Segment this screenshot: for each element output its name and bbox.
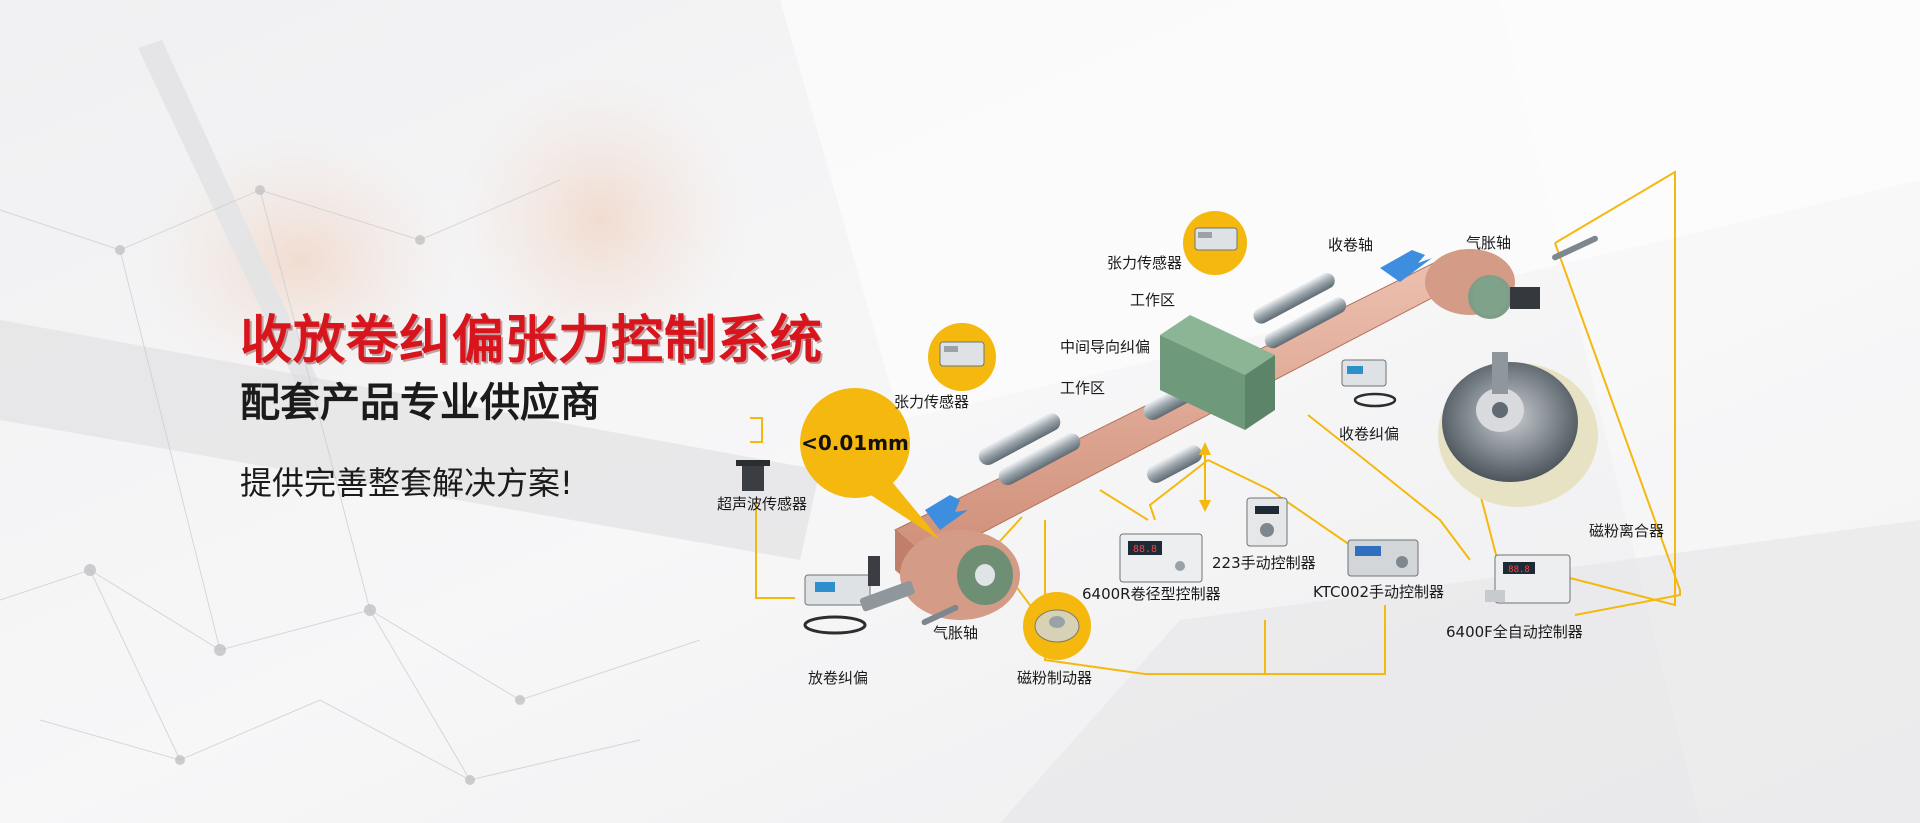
air-shaft-bottom-device [921,604,959,626]
label-unwind-correction: 放卷纠偏 [808,669,868,687]
precision-bubble: <0.01mm [800,388,940,540]
label-work-zone-top: 工作区 [1130,291,1175,309]
hand-right [450,70,750,370]
precision-text: <0.01mm [801,431,909,455]
label-air-shaft-bottom: 气胀轴 [933,624,978,642]
label-tension-sensor-top: 张力传感器 [1107,254,1182,272]
label-tension-sensor-left: 张力传感器 [894,393,969,411]
svg-text:88.8: 88.8 [1508,565,1530,575]
rewind-correction-device [1341,359,1397,408]
label-magnetic-brake: 磁粉制动器 [1017,669,1092,687]
label-work-zone-mid: 工作区 [1060,379,1105,397]
hero-title: 收放卷纠偏张力控制系统 [240,311,824,371]
manual-223-device [1246,497,1288,547]
label-ultrasonic-sensor: 超声波传感器 [717,495,807,513]
label-air-shaft-top: 气胀轴 [1466,234,1511,252]
direction-arrow-right [1380,250,1432,282]
label-middle-guide: 中间导向纠偏 [1060,338,1150,356]
label-rewind-correction: 收卷纠偏 [1339,425,1399,443]
guide-box [1160,315,1275,430]
tension-sensor-top-device [1183,211,1247,275]
ultrasonic-sensor-device [736,460,770,491]
label-rewind-shaft: 收卷轴 [1328,236,1373,254]
label-controller-6400r: 6400R卷径型控制器 [1082,585,1221,603]
hero-subtitle: 配套产品专业供应商 [240,380,600,426]
label-magnetic-clutch: 磁粉离合器 [1589,522,1664,540]
pen [138,40,318,392]
diagram-labels: 张力传感器 收卷轴 气胀轴 工作区 中间导向纠偏 工作区 张力传感器 收卷纠偏 … [717,234,1664,687]
direction-arrow-left [925,495,968,530]
air-shaft-top-device [1472,235,1598,316]
unwind-correction-device [803,556,915,635]
label-ktc002: KTC002手动控制器 [1313,583,1444,601]
hero-tagline: 提供完善整套解决方案! [240,464,573,502]
controller-6400r-device: 88.8 [1119,533,1203,583]
label-manual-223: 223手动控制器 [1212,554,1316,572]
label-controller-6400f: 6400F全自动控制器 [1446,623,1583,641]
tension-sensor-left-device [928,323,996,391]
magnetic-clutch-device [1438,352,1598,507]
svg-text:88.8: 88.8 [1133,544,1157,555]
ktc002-device [1347,539,1419,577]
magnetic-brake-device [1023,592,1091,660]
ruler [0,320,820,560]
adjust-arrow [1199,442,1211,455]
controller-6400f-device: 88.8 [1485,554,1571,604]
network-nodes [84,185,525,785]
